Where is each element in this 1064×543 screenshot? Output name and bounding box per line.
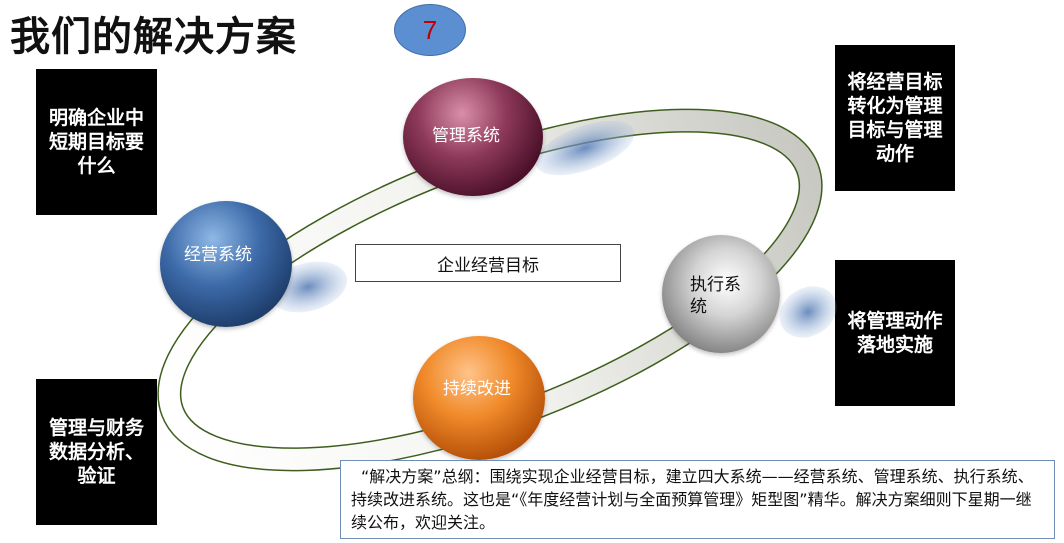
shadow-execution bbox=[779, 286, 837, 338]
note-goal-conversion: 将经营目标转化为管理目标与管理动作 bbox=[835, 45, 955, 191]
management-system-sphere bbox=[403, 78, 543, 196]
business-goal-box: 企业经营目标 bbox=[355, 244, 621, 282]
page-title: 我们的解决方案 bbox=[10, 14, 297, 60]
operations-system-sphere bbox=[160, 201, 292, 327]
management-system-label: 管理系统 bbox=[432, 126, 500, 146]
note-data-analysis: 管理与财务数据分析、验证 bbox=[36, 379, 157, 525]
summary-text: “解决方案”总纲：围绕实现企业经营目标，建立四大系统——经营系统、管理系统、执行… bbox=[340, 460, 1055, 539]
page-number-badge: 7 bbox=[394, 4, 466, 56]
execution-system-sphere bbox=[662, 235, 780, 353]
improvement-system-label: 持续改进 bbox=[443, 379, 511, 399]
note-short-term-goals: 明确企业中短期目标要什么 bbox=[36, 69, 157, 215]
operations-system-label: 经营系统 bbox=[184, 245, 252, 265]
execution-system-label: 执行系统 bbox=[690, 275, 741, 317]
shadow-management bbox=[535, 120, 635, 176]
note-implementation: 将管理动作落地实施 bbox=[835, 260, 955, 406]
improvement-system-sphere bbox=[413, 336, 545, 460]
